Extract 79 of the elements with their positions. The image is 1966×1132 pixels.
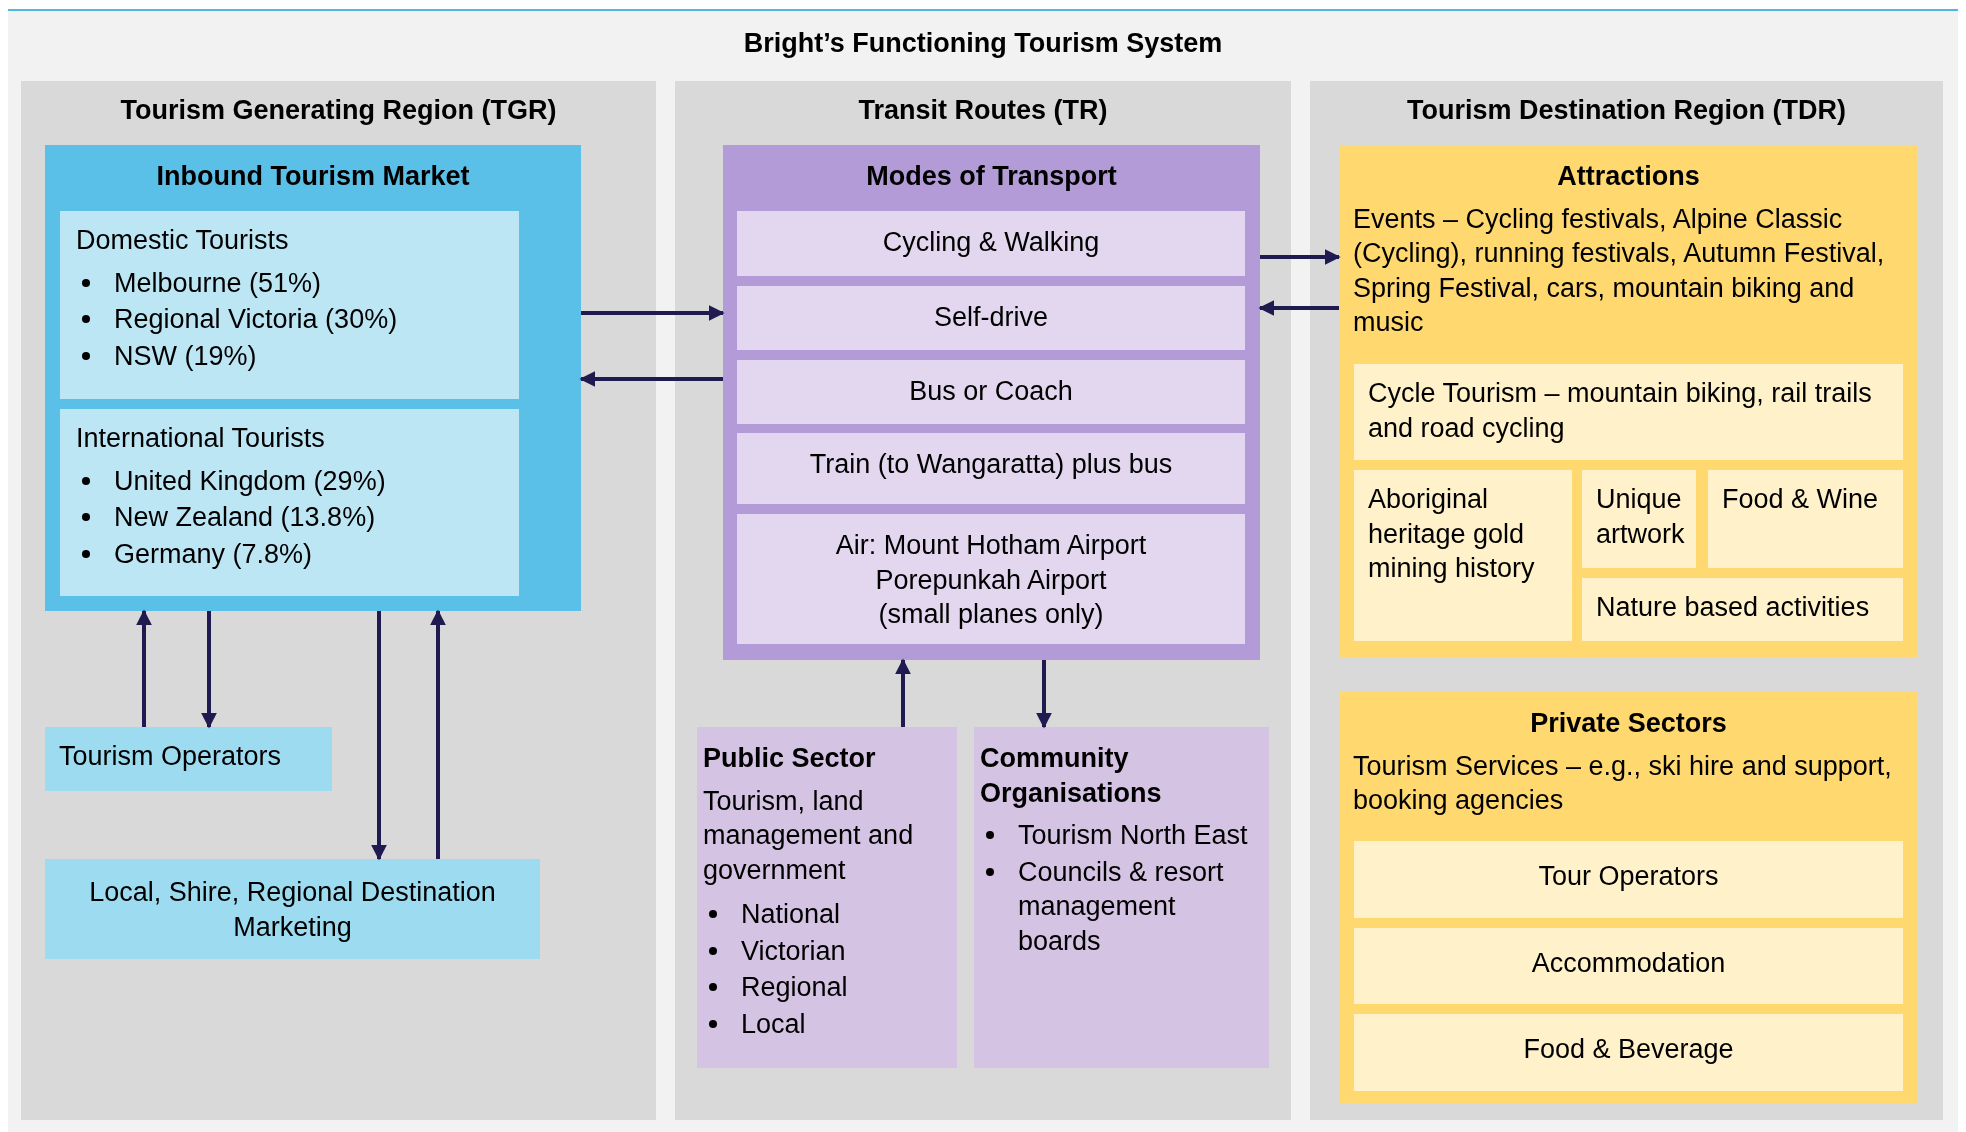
column-panel [675, 81, 1291, 1120]
heading: Modes of Transport [865, 160, 1118, 193]
label-text: Porepunkah Airport [874, 563, 1108, 597]
heading: Domestic Tourists [76, 224, 290, 257]
service-box [1354, 841, 1903, 918]
label-text: Accommodation [1530, 947, 1727, 980]
label-text: Cycle Tourism – mountain biking, rail trails and road cycling [1368, 377, 1873, 445]
service-box [1354, 1014, 1903, 1091]
label-text: Nature based activities [1596, 591, 1871, 624]
column-panel [1310, 81, 1943, 1120]
transport-panel [723, 145, 1260, 660]
stakeholder-box [45, 727, 332, 791]
bullet-item: Councils & resort management boards [1018, 856, 1224, 956]
market-panel [45, 145, 581, 611]
arrow [1260, 249, 1341, 265]
bullet-item: Local [741, 1008, 806, 1039]
bullet-item: Regional [741, 972, 848, 1003]
bullet-item: Melbourne (51%) [114, 267, 322, 298]
tourist-group-box [60, 409, 519, 596]
sector-box [974, 727, 1269, 1068]
arrow [430, 609, 446, 859]
service-box [1354, 928, 1903, 1004]
heading: Attractions [1556, 160, 1701, 193]
arrow [581, 305, 725, 321]
label-text: Train (to Wangaratta) plus bus [808, 448, 1174, 481]
bullet-item: United Kingdom (29%) [114, 465, 386, 496]
label-text: Tourism Operators [59, 740, 283, 773]
transport-mode-box [737, 211, 1245, 276]
label-text: Events – Cycling festivals, Alpine Classic (Cycling), running festivals, Autumn Festival, Spring Festival, cars, mountain biking and music [1353, 202, 1886, 340]
title: Bright’s Functioning Tourism System [742, 28, 1224, 59]
label-text: Food & Wine [1722, 483, 1880, 516]
transport-mode-box [737, 286, 1245, 350]
bullet-item: National [741, 899, 841, 930]
bullet-item: Regional Victoria (30%) [114, 304, 398, 335]
bullet-item: Germany (7.8%) [114, 538, 313, 569]
transport-mode-box [737, 433, 1245, 504]
label-text: (small planes only) [877, 598, 1105, 632]
arrow [1258, 300, 1339, 316]
column-panel [21, 81, 656, 1120]
heading: Private Sectors [1529, 707, 1728, 740]
label-text: Local, Shire, Regional Destination Marketing [88, 876, 497, 944]
attraction-box [1354, 364, 1903, 460]
attraction-box [1708, 470, 1903, 568]
label-text: Air: Mount Hotham Airport [834, 529, 1148, 562]
heading: Public Sector [703, 742, 877, 775]
attraction-box [1354, 470, 1572, 641]
attraction-box [1582, 578, 1903, 641]
transport-mode-box [737, 514, 1245, 644]
bullet-item: New Zealand (13.8%) [114, 502, 376, 533]
heading: Tourism Destination Region (TDR) [1406, 94, 1847, 127]
arrow [201, 611, 217, 729]
arrow [1036, 660, 1052, 729]
label-text: Bus or Coach [908, 375, 1074, 408]
arrow [579, 371, 723, 387]
heading: Transit Routes (TR) [857, 94, 1109, 127]
label-text: Tourism, land management and government [703, 784, 915, 887]
stakeholder-box [45, 859, 540, 959]
attraction-box [1582, 470, 1696, 568]
label-text: Aboriginal heritage gold mining history [1368, 483, 1536, 586]
arrow [371, 611, 387, 861]
arrow [895, 658, 911, 727]
heading: Inbound Tourism Market [155, 160, 471, 193]
bullet-item: Tourism North East [1018, 820, 1248, 851]
label-text: Tour Operators [1537, 860, 1720, 893]
destination-panel [1339, 145, 1918, 657]
label-text: Cycling & Walking [881, 226, 1101, 259]
sector-box [697, 727, 957, 1068]
label-text: Food & Beverage [1522, 1033, 1735, 1066]
label-text: Tourism Services – e.g., ski hire and support, booking agencies [1353, 749, 1893, 818]
heading: Tourism Generating Region (TGR) [119, 94, 558, 127]
arrow [136, 609, 152, 727]
destination-panel [1339, 692, 1918, 1103]
transport-mode-box [737, 360, 1245, 424]
bullet-item: Victorian [741, 935, 846, 966]
heading: International Tourists [76, 422, 326, 455]
label-text: Self-drive [932, 301, 1049, 334]
tourist-group-box [60, 211, 519, 399]
heading: Community Organisations [980, 742, 1163, 810]
bullet-item: NSW (19%) [114, 340, 257, 371]
